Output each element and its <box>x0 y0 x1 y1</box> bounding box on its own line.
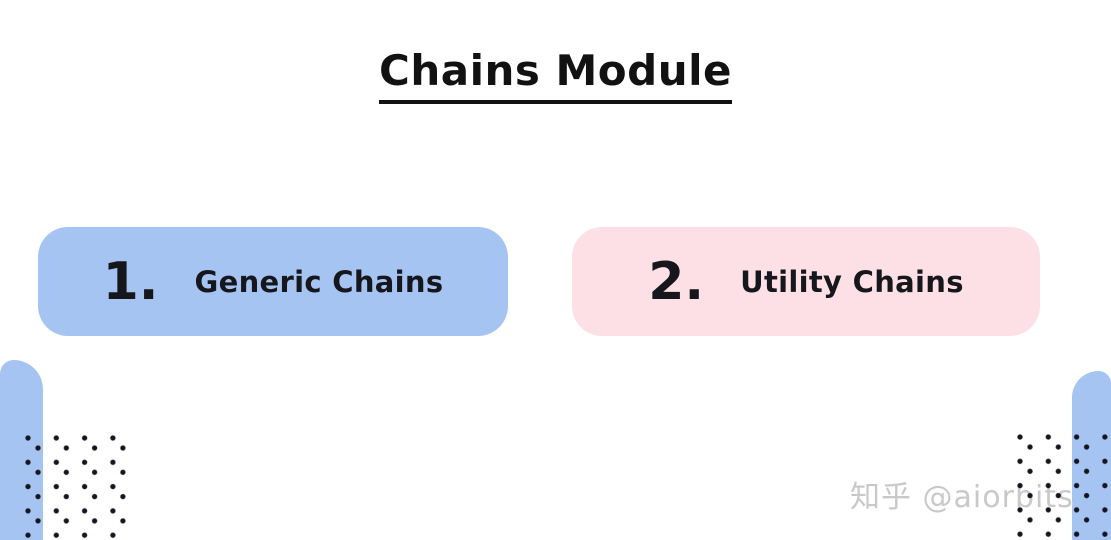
decor-left-dot-grid <box>22 432 136 540</box>
page-title: Chains Module <box>379 46 732 104</box>
card-label-generic-chains: Generic Chains <box>194 264 444 299</box>
card-generic-chains: 1. Generic Chains <box>38 227 508 336</box>
decor-right-dot-grid <box>1014 431 1111 540</box>
card-utility-chains: 2. Utility Chains <box>572 227 1040 336</box>
card-number-1: 1. <box>102 251 159 312</box>
title-row: Chains Module <box>0 46 1111 104</box>
card-number-2: 2. <box>648 251 705 312</box>
card-label-utility-chains: Utility Chains <box>740 264 964 299</box>
